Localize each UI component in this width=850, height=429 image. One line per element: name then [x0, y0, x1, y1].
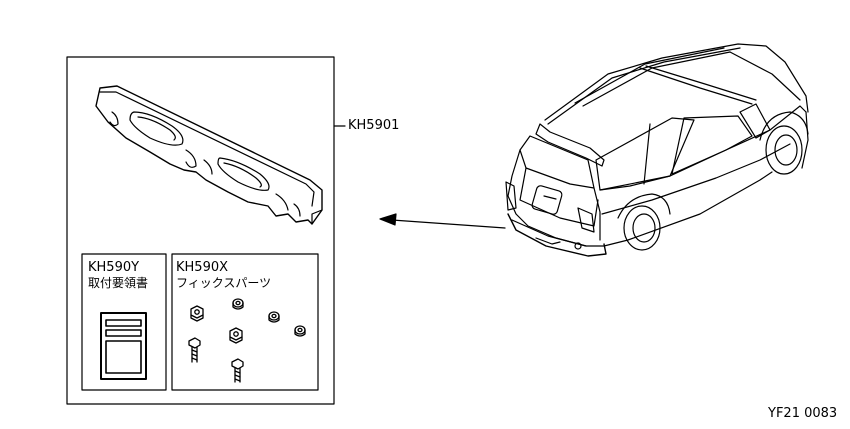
- clip-icon-2: [268, 311, 280, 323]
- vehicle-illustration: [505, 43, 809, 257]
- kh5901-part-number: KH5901: [348, 118, 400, 133]
- clip-icon-3: [294, 325, 306, 337]
- kh590y-part-name: 取付要領書: [88, 276, 149, 290]
- kh590x-box: [171, 253, 319, 391]
- kh590x-part-number: KH590X: [176, 260, 229, 275]
- location-arrow: [379, 213, 506, 229]
- bolt-icon-2: [231, 358, 244, 383]
- manual-booklet-icon: [100, 312, 147, 380]
- hex-nut-icon-2: [229, 327, 243, 344]
- clip-icon: [232, 298, 244, 310]
- drawing-number: YF21 0083: [768, 406, 838, 421]
- hex-nut-icon: [190, 305, 204, 322]
- kh590x-part-name: フィックスパーツ: [176, 276, 272, 290]
- bumper-garnish-part: [95, 85, 323, 225]
- kh590y-part-number: KH590Y: [88, 260, 140, 275]
- kit-outer-frame: [66, 56, 335, 405]
- kh590y-box: [81, 253, 167, 391]
- fix-parts-hardware: [188, 298, 306, 383]
- bolt-icon: [188, 337, 201, 363]
